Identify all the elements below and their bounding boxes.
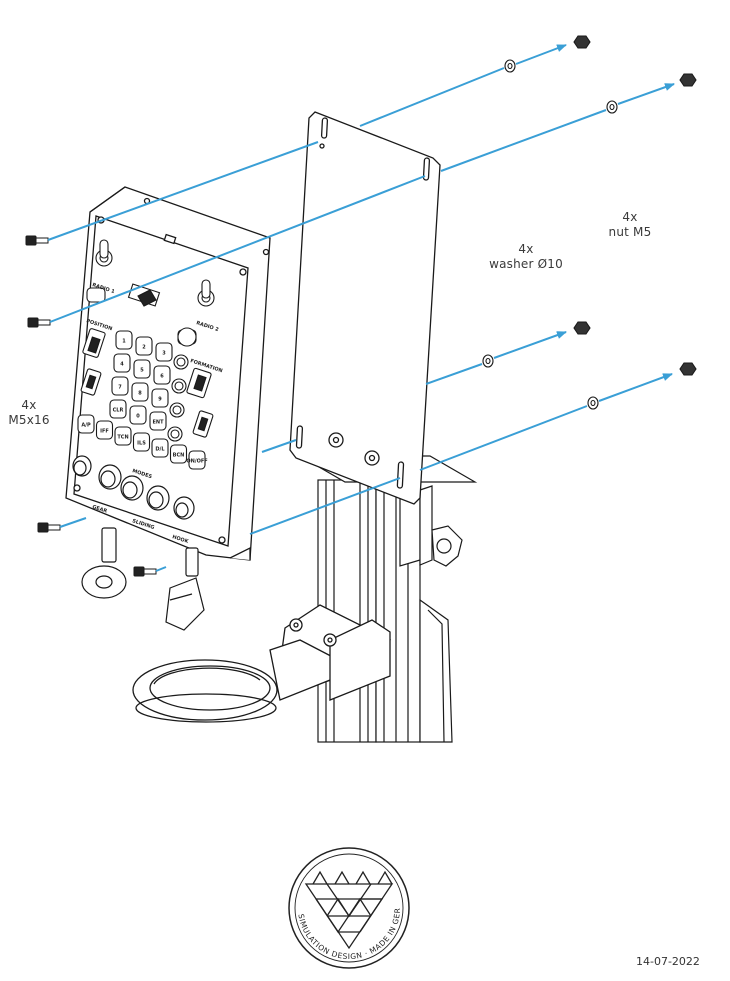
function-key-label: ON/OFF xyxy=(186,459,207,465)
mode-rotary-knobs xyxy=(72,455,195,520)
function-key-label: BCN xyxy=(173,453,185,459)
keypad-key-label: 5 xyxy=(140,368,144,374)
keypad-key-4: 4 xyxy=(113,353,131,373)
indicator-lights xyxy=(167,354,189,442)
function-key-a-p: A/P xyxy=(77,414,95,434)
rocker-switches xyxy=(80,328,214,438)
function-key-ils: ILS xyxy=(132,432,151,452)
keypad-key-clr: CLR xyxy=(109,399,127,419)
callout-washer: 4x washer Ø10 xyxy=(486,242,566,272)
triangle-logo-icon xyxy=(304,870,394,950)
callout-screw: 4x M5x16 xyxy=(2,398,56,428)
keypad-key-2: 2 xyxy=(135,336,153,356)
keypad-key-5: 5 xyxy=(133,359,151,379)
function-key-label: TCN xyxy=(117,435,128,441)
keypad-key-label: 6 xyxy=(160,374,164,380)
toggle-switches xyxy=(95,239,215,307)
yoke-holder-ring xyxy=(132,604,392,723)
callout-screw-name: M5x16 xyxy=(8,413,50,427)
hook-handle xyxy=(165,547,205,631)
function-key-bcn: BCN xyxy=(169,444,188,464)
function-key-d-l: D/L xyxy=(151,438,169,458)
callout-washer-qty: 4x xyxy=(518,242,534,256)
nuts-m5 xyxy=(573,35,697,376)
keypad-key-label: ENT xyxy=(152,420,164,426)
callout-screw-qty: 4x xyxy=(21,398,37,412)
callout-nut-name: nut M5 xyxy=(608,225,652,239)
mounting-plate xyxy=(289,111,441,505)
function-key-label: IFF xyxy=(100,429,109,435)
keypad-key-label: 3 xyxy=(162,351,166,357)
washers xyxy=(482,59,618,410)
clamp-knob xyxy=(431,525,463,567)
aluminium-profile-stand xyxy=(317,469,453,743)
keypad-key-8: 8 xyxy=(131,382,149,402)
keypad-key-label: 2 xyxy=(142,345,146,351)
gear-handle xyxy=(81,527,127,599)
function-key-label: D/L xyxy=(155,447,165,453)
keypad-key-ent: ENT xyxy=(149,411,167,431)
keypad-key-label: 4 xyxy=(120,362,124,368)
keypad-key-label: CLR xyxy=(113,408,124,414)
keypad-key-label: 7 xyxy=(118,385,122,391)
function-key-label: ILS xyxy=(137,441,146,447)
keypad-key-label: 9 xyxy=(158,397,162,403)
keypad-key-3: 3 xyxy=(155,342,173,362)
label-hook: HOOK xyxy=(171,534,190,545)
screws-m5x16 xyxy=(25,235,157,577)
assembly-arrows xyxy=(47,44,675,572)
keypad-key-9: 9 xyxy=(151,388,169,408)
keypad-key-0: 0 xyxy=(129,405,147,425)
drawing-date: 14-07-2022 xyxy=(636,955,700,968)
function-key-on-off: ON/OFF xyxy=(186,450,208,470)
function-key-label: A/P xyxy=(81,423,91,429)
radio-knobs xyxy=(86,287,197,347)
callout-washer-name: washer Ø10 xyxy=(489,257,563,271)
label-gear: GEAR xyxy=(91,504,107,514)
callout-nut: 4x nut M5 xyxy=(600,210,660,240)
function-key-iff: IFF xyxy=(95,420,114,440)
keypad-key-1: 1 xyxy=(115,330,133,350)
keypad-key-label: 8 xyxy=(138,391,142,397)
callout-nut-qty: 4x xyxy=(622,210,638,224)
keypad-key-label: 1 xyxy=(122,339,126,345)
keypad-key-7: 7 xyxy=(111,376,129,396)
function-key-tcn: TCN xyxy=(114,426,132,446)
keypad-key-6: 6 xyxy=(153,365,171,385)
keypad-key-label: 0 xyxy=(136,414,140,420)
